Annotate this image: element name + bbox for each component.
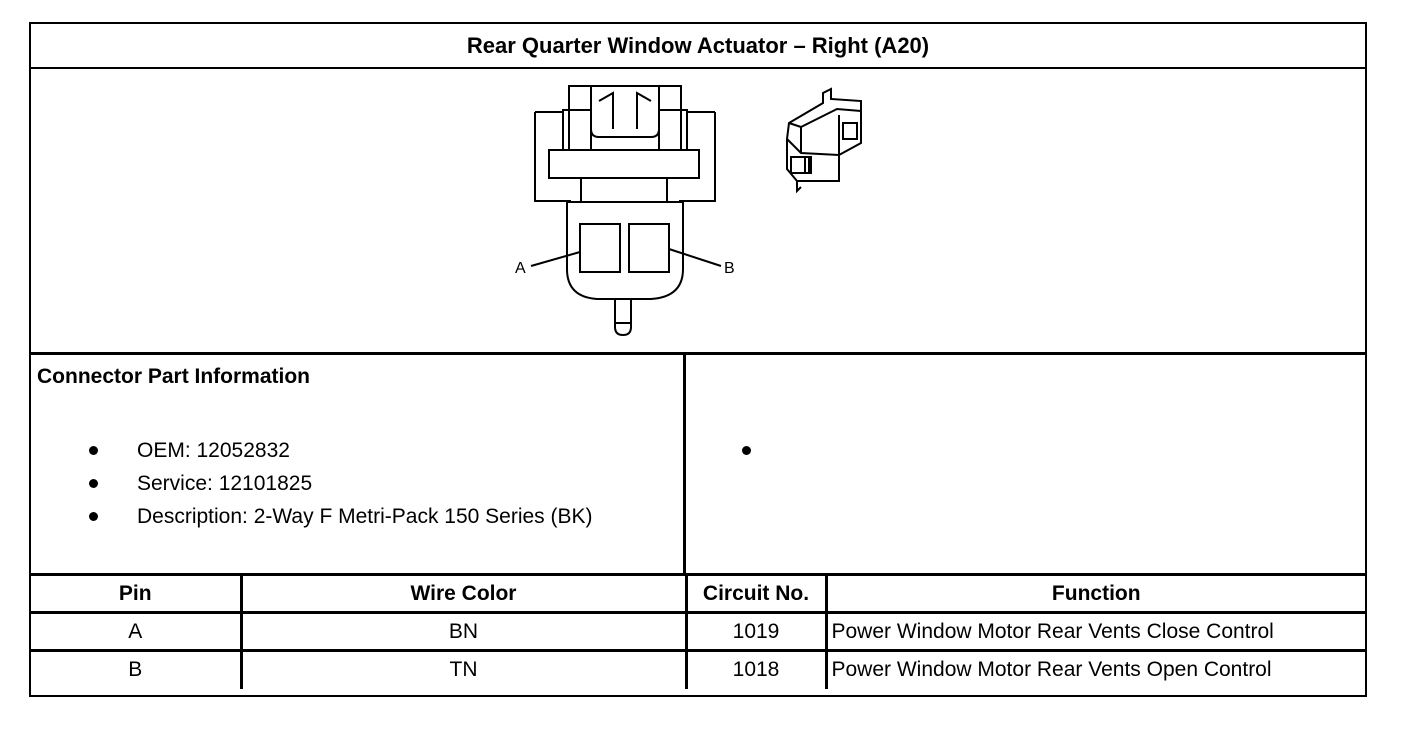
connector-part-info: Connector Part Information OEM: 12052832… bbox=[31, 355, 686, 573]
table-header-row: Pin Wire Color Circuit No. Function bbox=[31, 573, 1365, 613]
table-row: B TN 1018 Power Window Motor Rear Vents … bbox=[31, 649, 1365, 689]
header-circuit-no: Circuit No. bbox=[684, 573, 826, 613]
connector-isometric-icon bbox=[785, 87, 862, 194]
cell-pin: A bbox=[31, 611, 241, 651]
cell-function: Power Window Motor Rear Vents Close Cont… bbox=[824, 611, 1365, 651]
connector-info-secondary bbox=[686, 355, 1365, 573]
pin-table: Pin Wire Color Circuit No. Function A BN… bbox=[31, 573, 1365, 689]
cell-wire-color: BN bbox=[239, 611, 686, 651]
cell-wire-color: TN bbox=[239, 649, 686, 689]
connector-face-diagram: A B bbox=[515, 85, 862, 337]
list-item: Description: 2-Way F Metri-Pack 150 Seri… bbox=[31, 500, 593, 533]
cell-function: Power Window Motor Rear Vents Open Contr… bbox=[824, 649, 1365, 689]
bullet-icon bbox=[742, 446, 751, 455]
service-part-number: Service: 12101825 bbox=[137, 472, 313, 495]
list-item: Service: 12101825 bbox=[31, 467, 593, 500]
connector-info-heading: Connector Part Information bbox=[37, 365, 311, 388]
header-pin: Pin bbox=[31, 573, 241, 613]
table-row: A BN 1019 Power Window Motor Rear Vents … bbox=[31, 611, 1365, 651]
connector-figure: A B bbox=[31, 69, 1365, 355]
header-function: Function bbox=[824, 573, 1365, 613]
list-item: OEM: 12052832 bbox=[31, 434, 593, 467]
pin-label-b: B bbox=[724, 260, 735, 277]
pin-label-a: A bbox=[515, 260, 526, 277]
cell-circuit-no: 1018 bbox=[684, 649, 826, 689]
bullet-icon bbox=[89, 479, 98, 488]
bullet-icon bbox=[89, 512, 98, 521]
cell-circuit-no: 1019 bbox=[684, 611, 826, 651]
cell-pin: B bbox=[31, 649, 241, 689]
connector-description: Description: 2-Way F Metri-Pack 150 Seri… bbox=[137, 505, 593, 528]
connector-info-list: OEM: 12052832 Service: 12101825 Descript… bbox=[31, 434, 593, 533]
header-wire-color: Wire Color bbox=[239, 573, 686, 613]
oem-part-number: OEM: 12052832 bbox=[137, 439, 290, 462]
connector-sheet: Rear Quarter Window Actuator – Right (A2… bbox=[29, 22, 1367, 697]
bullet-icon bbox=[89, 446, 98, 455]
page-title: Rear Quarter Window Actuator – Right (A2… bbox=[31, 24, 1365, 69]
